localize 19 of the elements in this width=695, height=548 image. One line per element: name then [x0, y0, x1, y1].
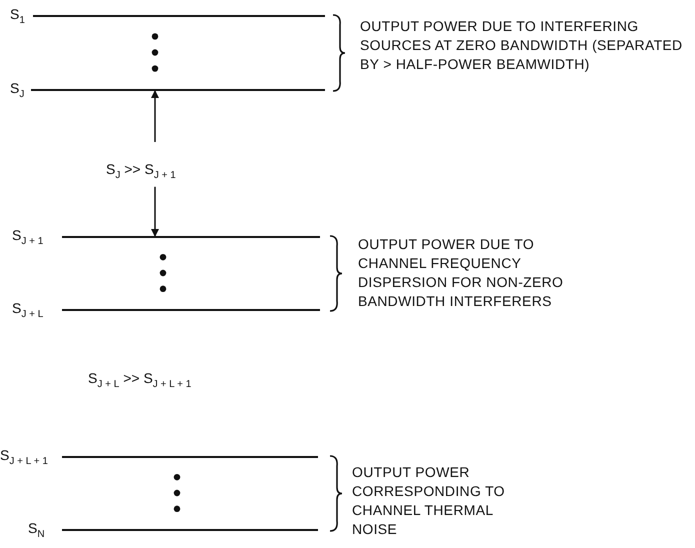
arrow — [151, 90, 159, 142]
level-line — [62, 309, 320, 311]
description-text: OUTPUT POWER DUE TO INTERFERING SOURCES AT ZERO BANDWIDTH (SEPARATED BY > HALF-POWER BEAMWIDTH) — [360, 17, 684, 74]
inequality-label: S$_{J}$ >> S$_{J + 1}$ — [106, 160, 176, 185]
description-text: OUTPUT POWER CORRESPONDING TO CHANNEL THERMAL NOISE — [352, 463, 506, 539]
inequality-label: S$_{J + L}$ >> S$_{J + L + 1}$ — [88, 369, 192, 394]
level-label: S$_{N}$ — [28, 520, 45, 542]
level-line — [62, 529, 318, 531]
level-label: S$_{J + 1}$ — [12, 227, 44, 249]
level-line — [33, 15, 325, 17]
level-line — [31, 89, 325, 91]
arrow — [151, 186, 159, 237]
description-text: OUTPUT POWER DUE TO CHANNEL FREQUENCY DISPERSION FOR NON-ZERO BANDWIDTH INTERFERERS — [358, 235, 564, 311]
level-line — [62, 456, 318, 458]
level-label: S$_{J + L + 1}$ — [0, 447, 48, 469]
level-label: S$_{J + L}$ — [12, 300, 44, 322]
level-label: S$_{1}$ — [10, 6, 25, 28]
level-line — [62, 236, 320, 238]
level-label: S$_{J}$ — [10, 80, 24, 102]
